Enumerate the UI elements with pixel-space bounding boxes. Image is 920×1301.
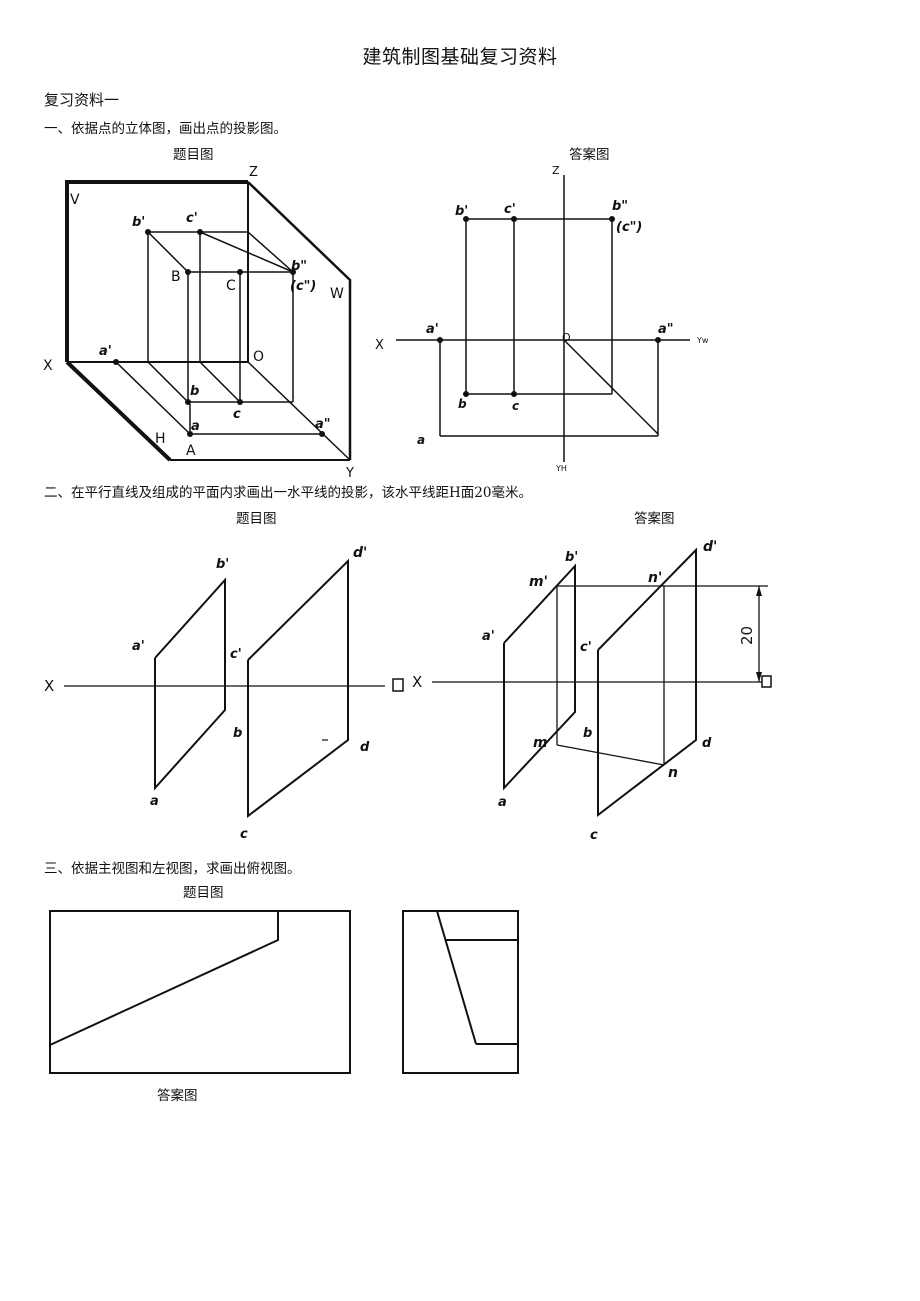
label-c-double-prime: (c") bbox=[290, 279, 316, 294]
front-view-slope bbox=[49, 911, 279, 1046]
a2-label-d-prime: d' bbox=[703, 539, 717, 555]
ans-label-O: O bbox=[562, 331, 571, 344]
q1-answer-caption: 答案图 bbox=[569, 147, 610, 163]
q3-answer-caption: 答案图 bbox=[157, 1088, 198, 1104]
p2-label-a-prime: a' bbox=[132, 639, 145, 654]
section-title: 复习资料一 bbox=[44, 91, 120, 109]
label-H: H bbox=[155, 431, 166, 447]
ans-label-Z: Z bbox=[552, 164, 560, 177]
ans-label-c: c bbox=[512, 399, 519, 413]
a2-label-c-prime: c' bbox=[580, 640, 592, 655]
ans-label-a-double-prime: a" bbox=[658, 322, 674, 337]
front-view-outline bbox=[49, 910, 351, 1074]
a2-label-b: b bbox=[583, 726, 592, 741]
label-c-prime: c' bbox=[186, 211, 198, 226]
ans-label-c-prime: c' bbox=[504, 202, 516, 217]
label-Z: Z bbox=[249, 165, 258, 180]
p2-label-X: X bbox=[44, 677, 54, 695]
ans-label-a: a bbox=[417, 433, 425, 447]
label-b-double-prime: b" bbox=[291, 259, 307, 274]
label-a-prime: a' bbox=[99, 344, 112, 359]
p2-label-b: b bbox=[233, 726, 242, 741]
ans-label-a-prime: a' bbox=[426, 322, 439, 337]
a2-dimension-20: 20 bbox=[738, 626, 756, 645]
a2-label-n: n bbox=[668, 765, 678, 781]
label-B: B bbox=[171, 269, 181, 285]
label-a-double-prime: a" bbox=[315, 417, 331, 432]
plane-cd bbox=[247, 558, 349, 819]
a2-label-m-prime: m' bbox=[529, 574, 548, 590]
label-a: a bbox=[191, 419, 200, 434]
label-b-prime: b' bbox=[132, 215, 145, 230]
q2-answer-caption: 答案图 bbox=[634, 511, 675, 527]
a2-label-X: X bbox=[412, 673, 422, 691]
ans-label-b-double-prime: b" bbox=[612, 199, 628, 214]
a2-label-n-prime: n' bbox=[648, 570, 662, 586]
label-C: C bbox=[226, 278, 236, 294]
plane-ab bbox=[154, 577, 226, 791]
question-3-text: 三、依据主视图和左视图，求画出俯视图。 bbox=[44, 861, 301, 877]
ans-label-b-prime: b' bbox=[455, 204, 468, 219]
label-O: O bbox=[253, 349, 264, 365]
v-plane-edge bbox=[65, 180, 248, 362]
left-view-outline bbox=[402, 910, 519, 1074]
ans-label-YH: YH bbox=[555, 464, 567, 473]
ans-label-c-double-prime: (c") bbox=[616, 220, 642, 235]
label-Y: Y bbox=[345, 466, 354, 481]
ans-label-X: X bbox=[375, 338, 384, 353]
w-plane-edge bbox=[247, 181, 352, 460]
label-c: c bbox=[233, 407, 241, 422]
label-V: V bbox=[70, 192, 80, 208]
a2-label-a: a bbox=[498, 795, 507, 810]
label-A: A bbox=[186, 443, 196, 459]
h-plane-front-edge bbox=[65, 360, 172, 462]
line-mn bbox=[556, 744, 665, 766]
left-view-slope bbox=[436, 910, 477, 1045]
p2-label-d-prime: d' bbox=[353, 545, 367, 561]
q3-problem-caption: 题目图 bbox=[183, 885, 224, 901]
label-b: b bbox=[190, 384, 199, 399]
a2-label-b-prime: b' bbox=[565, 550, 578, 565]
p2-label-d: d bbox=[360, 740, 370, 755]
axis-end-box bbox=[761, 675, 772, 688]
q1-problem-caption: 题目图 bbox=[173, 147, 214, 163]
a2-label-a-prime: a' bbox=[482, 629, 495, 644]
a2-label-m: m bbox=[533, 735, 548, 751]
plane-cd bbox=[597, 547, 697, 818]
a2-label-c: c bbox=[590, 828, 598, 843]
ans-label-Yw: Yw bbox=[696, 336, 709, 345]
p2-label-c-prime: c' bbox=[230, 647, 242, 662]
p2-label-b-prime: b' bbox=[216, 557, 229, 572]
question-1-text: 一、依据点的立体图，画出点的投影图。 bbox=[44, 121, 287, 137]
document-title: 建筑制图基础复习资料 bbox=[362, 46, 558, 68]
label-W: W bbox=[330, 286, 344, 302]
p2-label-c: c bbox=[240, 827, 248, 842]
a2-label-d: d bbox=[702, 736, 712, 751]
q2-problem-caption: 题目图 bbox=[236, 511, 277, 527]
label-X: X bbox=[43, 358, 53, 374]
question-2-text: 二、在平行直线及组成的平面内求画出一水平线的投影，该水平线距H面20毫米。 bbox=[44, 485, 532, 501]
ans-label-b: b bbox=[458, 397, 467, 411]
axis-end-box bbox=[392, 678, 404, 692]
y-axis bbox=[247, 361, 351, 461]
plane-ab bbox=[503, 563, 576, 791]
p2-label-a: a bbox=[150, 794, 159, 809]
